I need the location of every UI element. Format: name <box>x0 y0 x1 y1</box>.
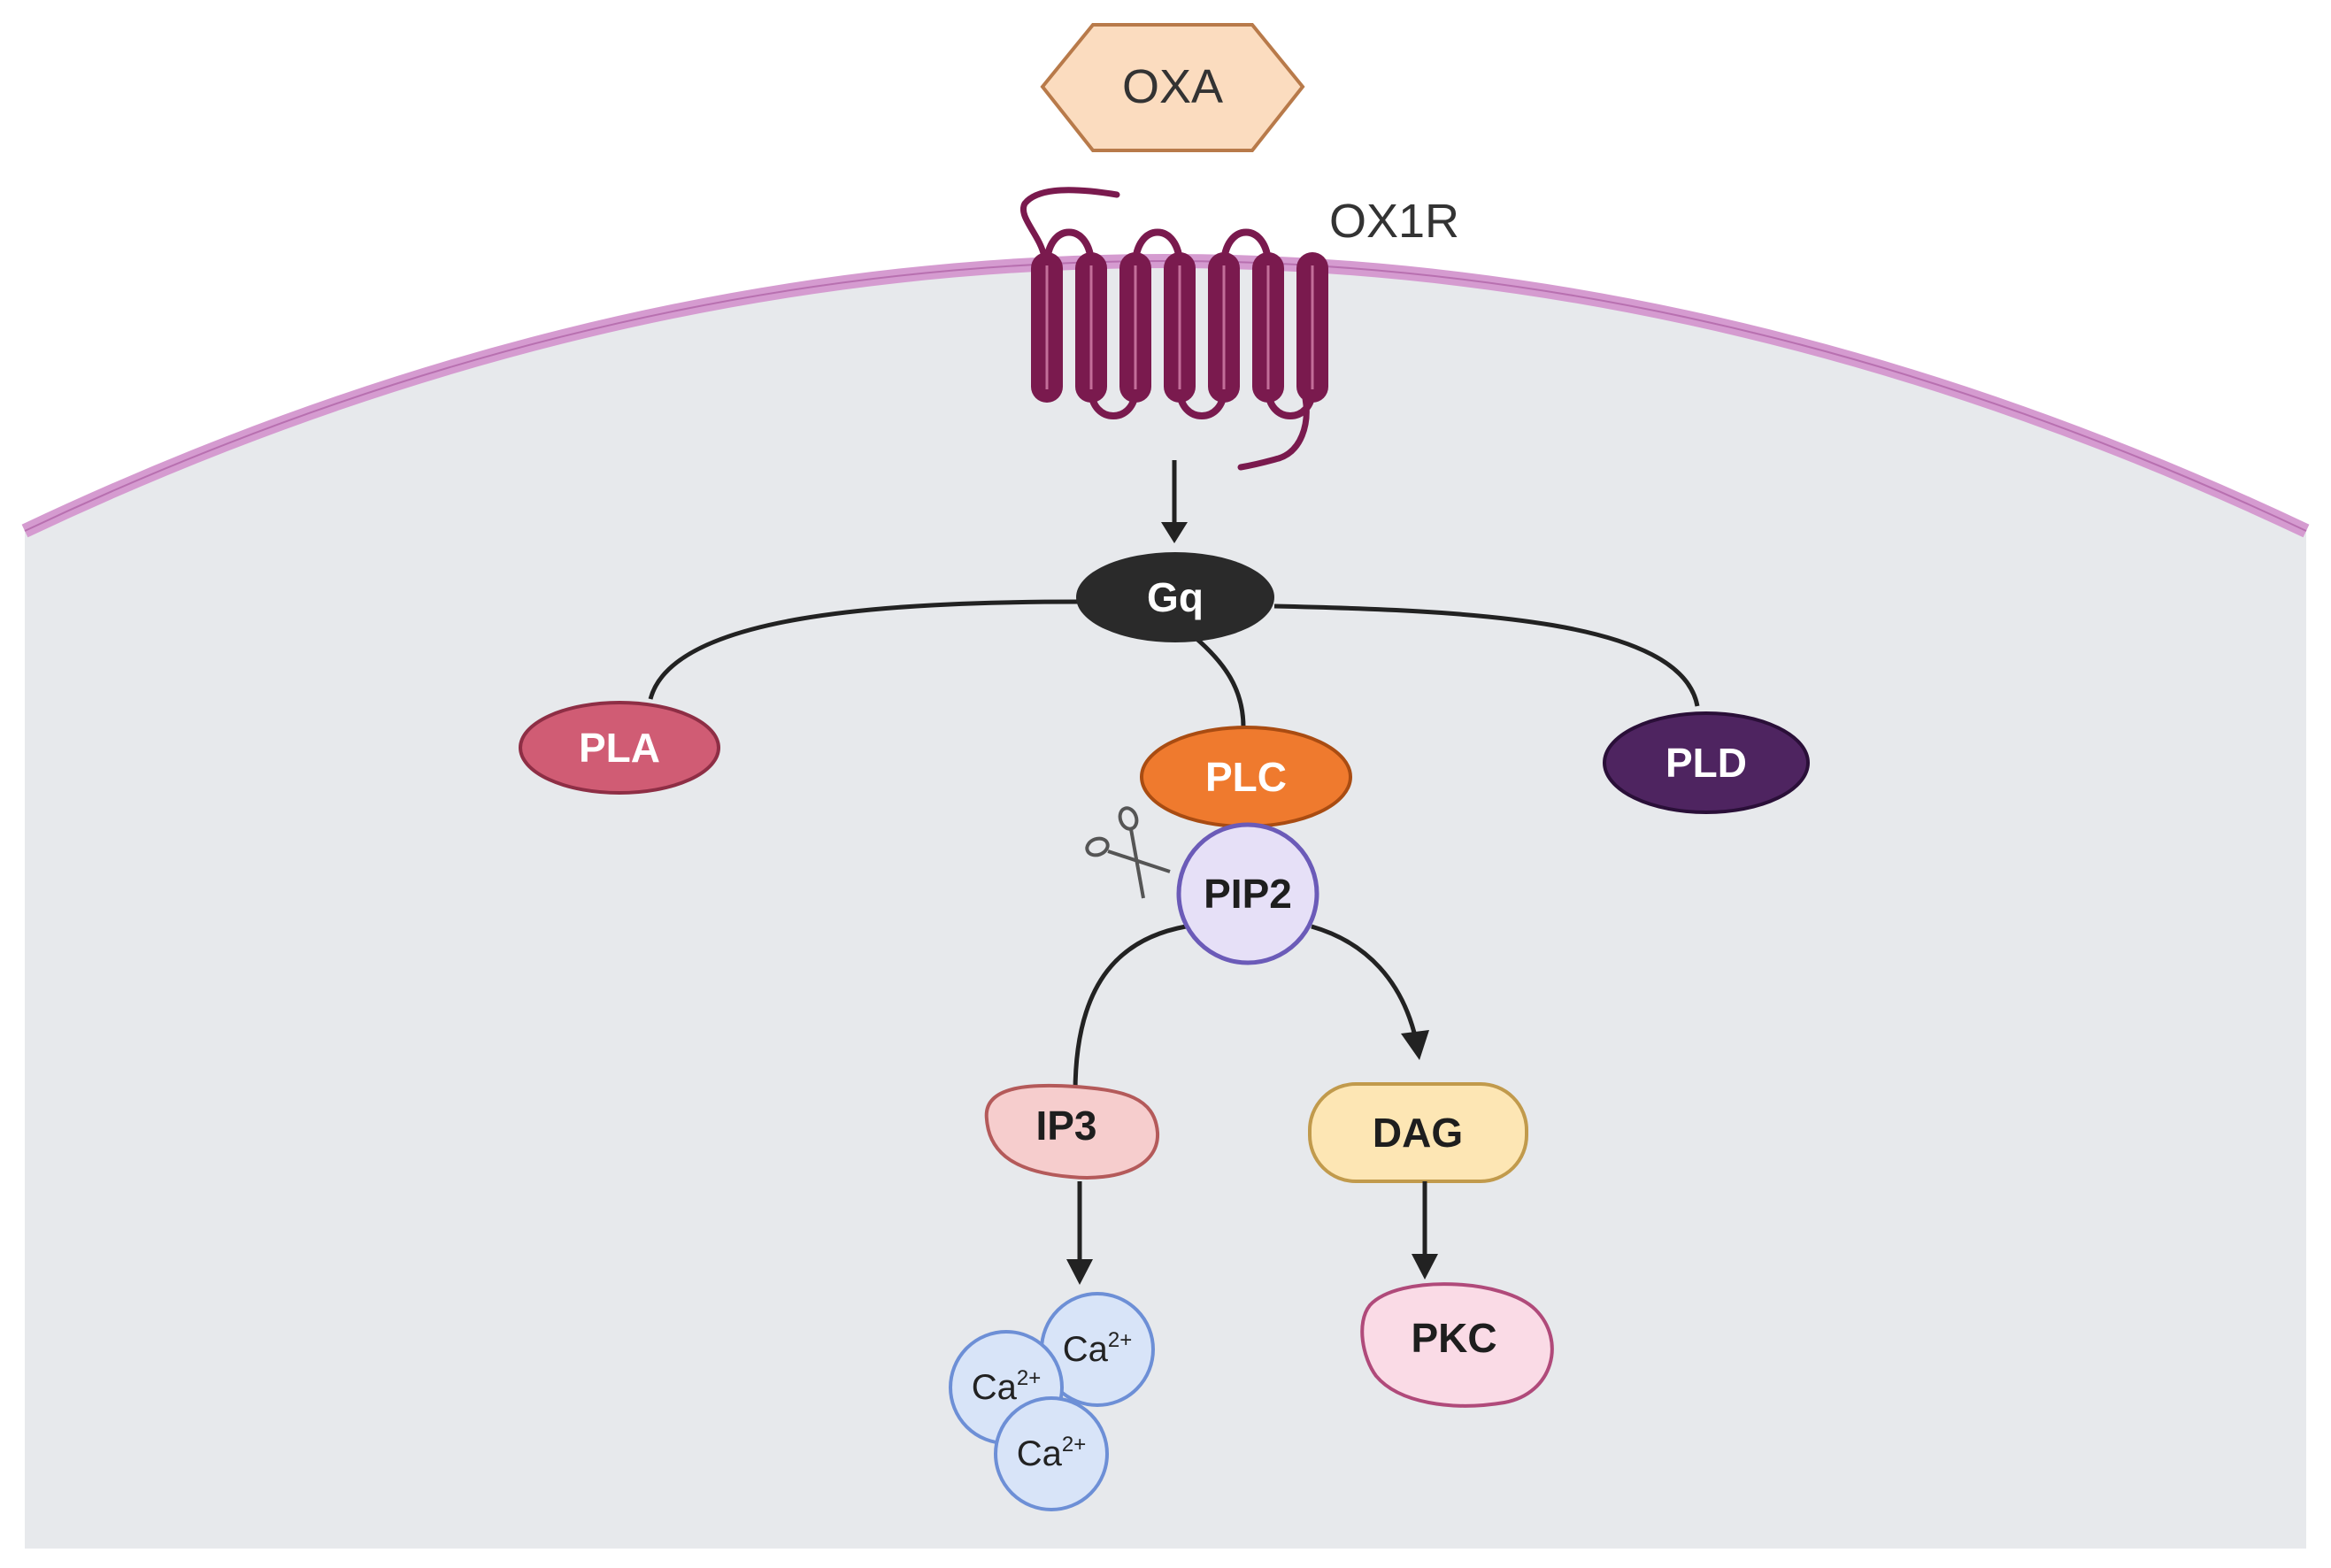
calcium-ion-3 <box>994 1396 1109 1511</box>
oxa-label: OXA <box>1122 60 1223 113</box>
receptor-loops <box>1043 228 1316 419</box>
pkc-label: PKC <box>1411 1315 1496 1361</box>
pip2-molecule <box>1176 822 1319 965</box>
plc-label: PLC <box>1205 754 1287 800</box>
helix-stripes <box>1045 265 1314 389</box>
connector-pip2-to-ip3 <box>1073 924 1187 1094</box>
ip3-label: IP3 <box>1035 1103 1096 1149</box>
calcium-ion-1-label: Ca2+ <box>1063 1328 1133 1369</box>
ip3-molecule <box>984 1083 1160 1180</box>
calcium-ion-3-label: Ca2+ <box>1017 1433 1087 1473</box>
connector-gq-to-pla <box>648 599 1081 700</box>
gq-label: Gq <box>1147 574 1204 620</box>
receptor-n-terminus <box>1019 187 1120 260</box>
pld-enzyme <box>1603 711 1810 814</box>
ox1r-label: OX1R <box>1329 195 1459 248</box>
arrowhead-dag-to-pkc <box>1412 1254 1438 1280</box>
gq-protein <box>1076 552 1274 642</box>
arrowhead-receptor-to-gq <box>1161 522 1188 543</box>
pla-label: PLA <box>579 725 660 771</box>
arrow-pip2-to-dag <box>1311 924 1419 1041</box>
connector-gq-to-plc <box>1193 635 1246 728</box>
pkc-molecule <box>1360 1282 1554 1408</box>
arrowhead-pip2-to-dag <box>1401 1030 1429 1060</box>
pip2-label: PIP2 <box>1204 871 1292 917</box>
connector-gq-to-pld <box>1273 603 1700 707</box>
pla-enzyme <box>519 701 720 795</box>
oxa-ligand <box>1040 23 1305 152</box>
dag-label: DAG <box>1373 1110 1463 1156</box>
calcium-cluster: Ca2+ Ca2+ Ca2+ <box>949 1292 1155 1511</box>
calcium-ion-2-label: Ca2+ <box>972 1366 1042 1407</box>
cytoplasm <box>25 261 2306 1549</box>
scissors-icon <box>1085 806 1171 899</box>
dag-molecule <box>1308 1082 1528 1183</box>
ox1r-receptor <box>1019 187 1328 471</box>
receptor-c-terminus <box>1237 395 1310 471</box>
pld-label: PLD <box>1666 740 1747 786</box>
arrowhead-ip3-to-calcium <box>1066 1259 1093 1285</box>
